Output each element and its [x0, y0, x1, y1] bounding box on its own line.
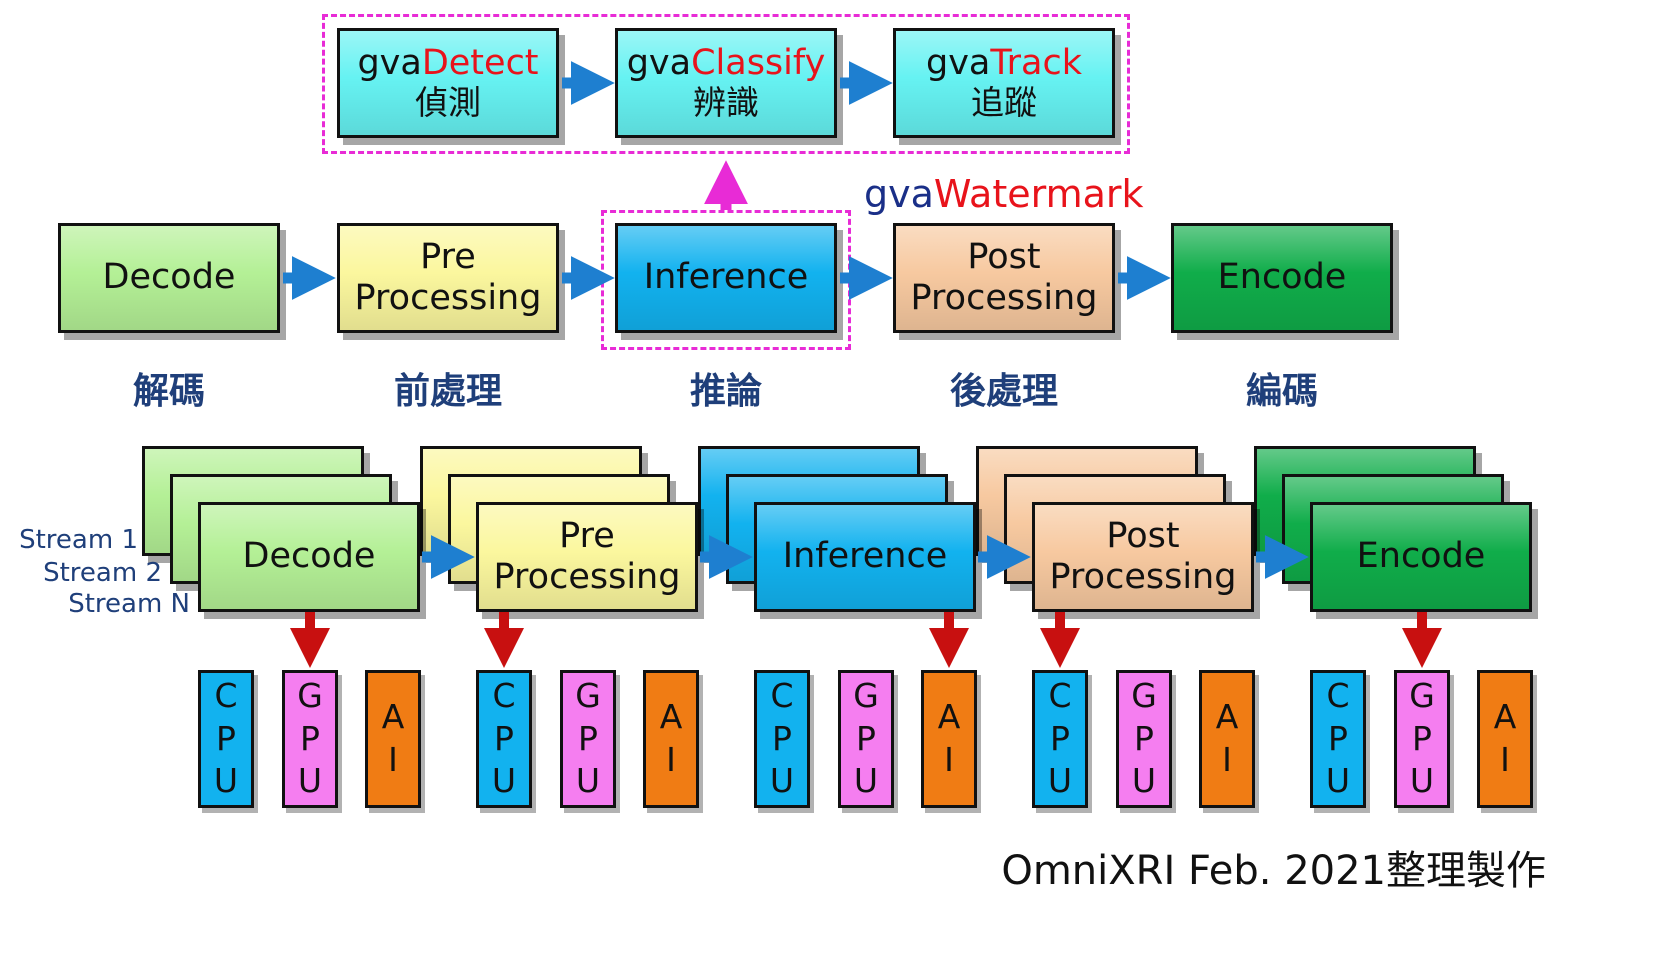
gva-watermark-label: gvaWatermark [864, 172, 1144, 216]
decode-caption: 解碼 [132, 371, 205, 412]
stream-2-label: Stream 2 [43, 558, 162, 588]
stream-n-label: Stream N [68, 589, 190, 619]
stream-1-label: Stream 1 [19, 525, 138, 555]
inference-stage: Inference [615, 223, 837, 333]
postprocessing-caption: 後處理 [949, 371, 1058, 412]
decode-stream-front: Decode [198, 502, 420, 612]
decode-stage: Decode [58, 223, 280, 333]
gva-detect-box: gvaDetect 偵測 [337, 28, 559, 138]
gva-classify-box: gvaClassify 辨識 [615, 28, 837, 138]
preprocessing-caption: 前處理 [393, 371, 502, 412]
encode-stream-front: Encode [1310, 502, 1532, 612]
gva-track-box: gvaTrack 追蹤 [893, 28, 1115, 138]
credit-text: OmniXRI Feb. 2021整理製作 [1001, 848, 1546, 894]
inference-stream-front: Inference [754, 502, 976, 612]
inference-caption: 推論 [689, 371, 762, 412]
encode-caption: 編碼 [1245, 371, 1318, 412]
encode-stage: Encode [1171, 223, 1393, 333]
gva-plugins-group [322, 14, 1130, 154]
